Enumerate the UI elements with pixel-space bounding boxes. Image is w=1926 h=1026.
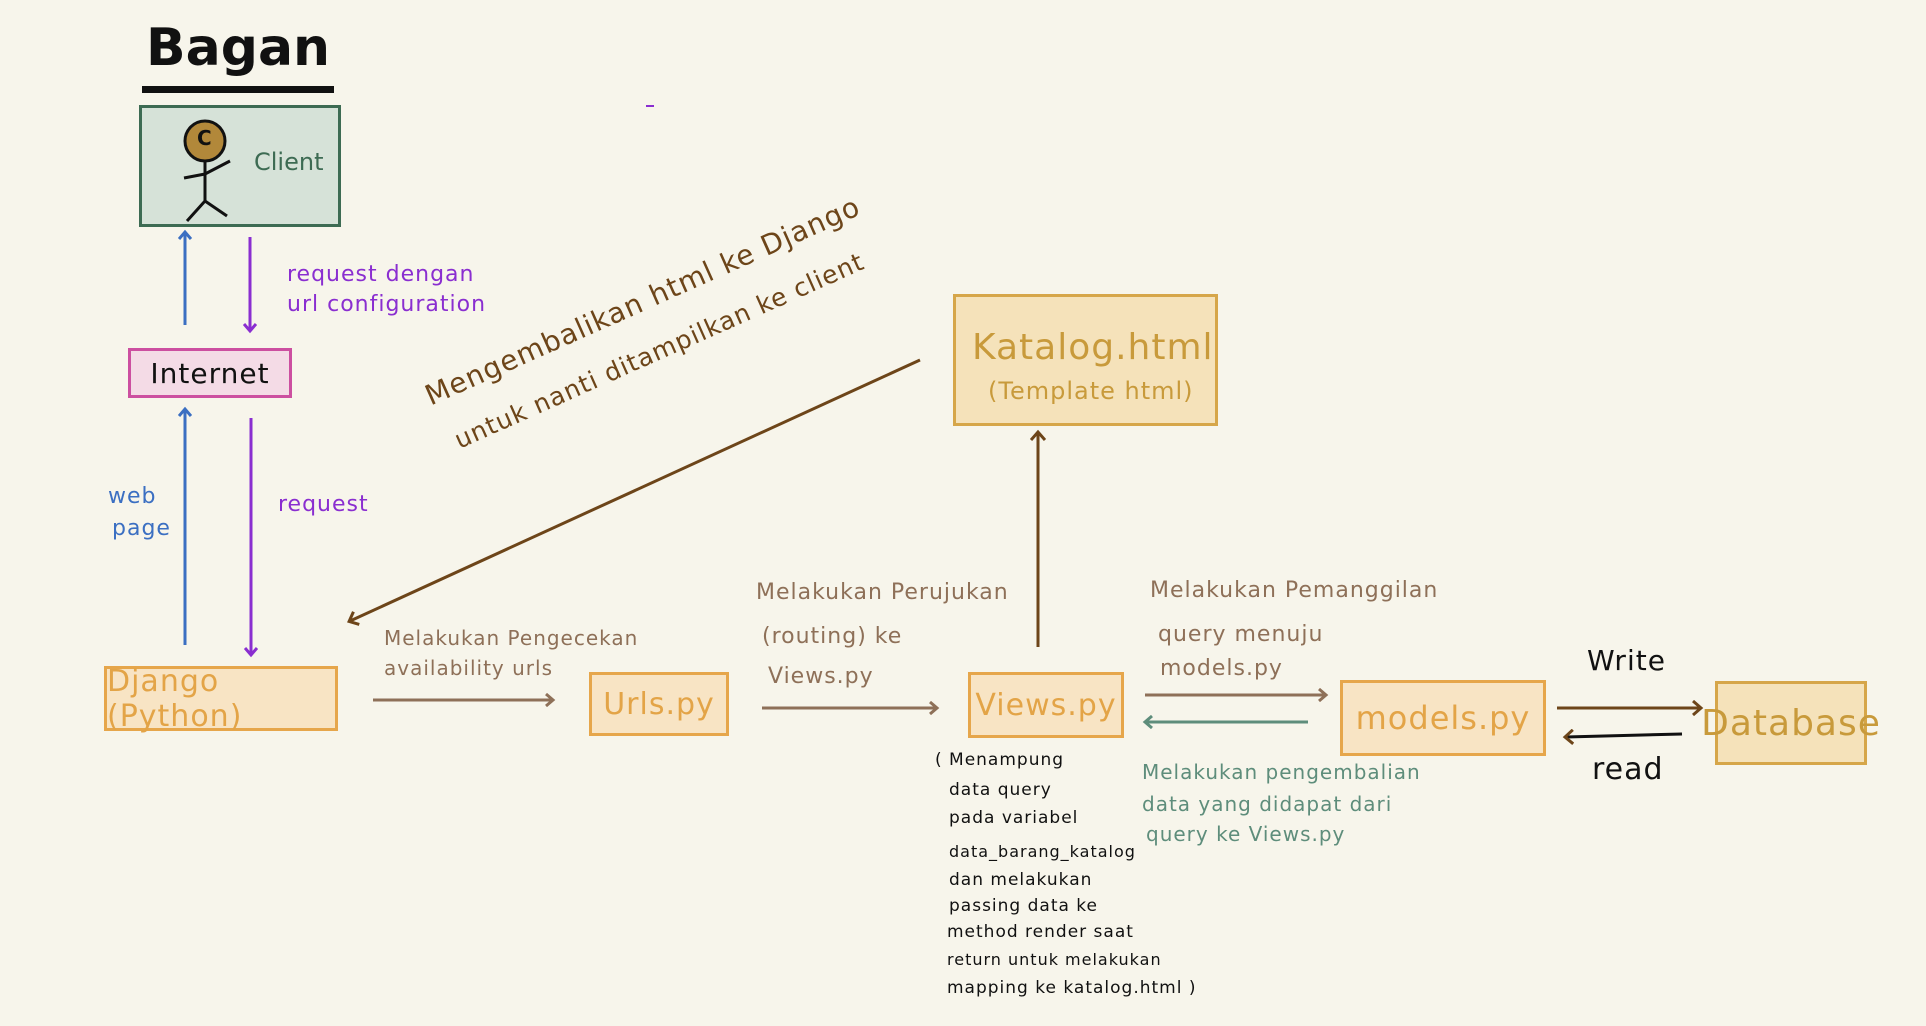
- return-data-label-2: data yang didapat dari: [1142, 792, 1393, 816]
- query-call-label-3: models.py: [1160, 656, 1283, 681]
- urls-node: Urls.py: [589, 672, 729, 736]
- page-title: Bagan: [142, 18, 335, 93]
- katalog-title: Katalog.html: [972, 327, 1214, 368]
- read-label: read: [1592, 752, 1664, 787]
- models-node: models.py: [1340, 680, 1546, 756]
- request-url-label-1: request dengan: [287, 262, 475, 287]
- internet-node: Internet: [128, 348, 292, 398]
- katalog-node: Katalog.html (Template html): [953, 294, 1218, 426]
- arrow-database-to-models: [1566, 734, 1683, 737]
- check-urls-label-1: Melakukan Pengecekan: [384, 626, 639, 650]
- views-note-line-8: return untuk melakukan: [947, 950, 1162, 969]
- write-label: Write: [1587, 644, 1666, 677]
- views-note-line-4: data_barang_katalog: [949, 842, 1136, 861]
- stick-figure-icon: [183, 119, 231, 223]
- check-urls-label-2: availability urls: [384, 656, 553, 680]
- request-url-label-2: url configuration: [287, 292, 487, 317]
- client-initial: C: [197, 126, 212, 150]
- return-data-label-3: query ke Views.py: [1146, 822, 1346, 846]
- routing-label-2: (routing) ke: [762, 624, 903, 649]
- request-label: request: [278, 492, 369, 517]
- views-note-line-9: mapping ke katalog.html ): [947, 978, 1197, 998]
- views-node: Views.py: [968, 672, 1124, 738]
- web-page-label-2: page: [112, 516, 171, 541]
- query-call-label-2: query menuju: [1158, 622, 1324, 647]
- views-note-line-2: data query: [949, 780, 1052, 800]
- routing-label-3: Views.py: [768, 664, 874, 689]
- views-note-line-1: ( Menampung: [935, 750, 1065, 770]
- database-node: Database: [1701, 681, 1880, 765]
- views-note-line-5: dan melakukan: [949, 870, 1093, 890]
- views-note-line-3: pada variabel: [949, 808, 1079, 828]
- client-node: C Client: [139, 105, 341, 227]
- return-data-label-1: Melakukan pengembalian: [1142, 760, 1421, 784]
- client-label: Client: [254, 148, 324, 176]
- arrow-katalog-to-django: [350, 358, 921, 621]
- views-note-line-7: method render saat: [947, 922, 1134, 942]
- routing-label-1: Melakukan Perujukan: [756, 580, 1009, 605]
- katalog-subtitle: (Template html): [988, 377, 1194, 405]
- web-page-label-1: web: [108, 484, 157, 509]
- views-note-line-6: passing data ke: [949, 896, 1099, 916]
- django-node: Django (Python): [104, 664, 338, 734]
- query-call-label-1: Melakukan Pemanggilan: [1150, 578, 1439, 603]
